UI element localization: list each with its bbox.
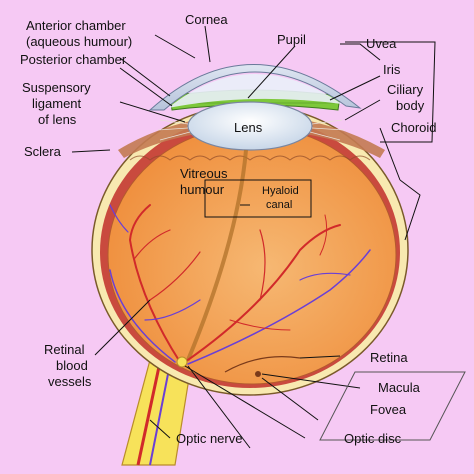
- label-vitreous-1: Vitreous: [180, 166, 228, 181]
- label-sclera: Sclera: [24, 144, 62, 159]
- hyaloid-canal-shape: [186, 149, 248, 361]
- label-retinal-vessels-1: Retinal: [44, 342, 85, 357]
- hyaloid-label-box: [204, 179, 312, 218]
- optic-disc-dot: [176, 356, 188, 368]
- label-suspensory-3: of lens: [38, 112, 77, 127]
- vitreous-body: [107, 125, 397, 385]
- label-retina: Retina: [370, 350, 408, 365]
- suspensory-ligament-lines: [157, 119, 345, 141]
- label-retinal-vessels-2: blood: [56, 358, 88, 373]
- label-hyaloid-1: Hyaloid: [262, 185, 299, 197]
- label-pupil: Pupil: [277, 32, 306, 47]
- label-suspensory-2: ligament: [32, 96, 82, 111]
- leader-lines: [71, 25, 401, 449]
- retina-detail-bracket: [319, 371, 466, 441]
- label-uvea: Uvea: [366, 36, 397, 51]
- uvea-bracket: [345, 41, 436, 143]
- macula-shape: [224, 356, 301, 373]
- label-cornea: Cornea: [185, 12, 228, 27]
- label-posterior-chamber: Posterior chamber: [20, 52, 127, 67]
- label-retinal-vessels-3: vessels: [48, 374, 92, 389]
- label-suspensory-1: Suspensory: [22, 80, 91, 95]
- label-anterior-chamber-1: Anterior chamber: [26, 18, 126, 33]
- label-iris: Iris: [383, 62, 401, 77]
- label-ciliary-body-2: body: [396, 98, 425, 113]
- label-fovea: Fovea: [370, 402, 407, 417]
- label-hyaloid-2: canal: [266, 199, 292, 211]
- label-choroid: Choroid: [391, 120, 437, 135]
- cornea-shape: [148, 64, 362, 111]
- label-ciliary-body-1: Ciliary: [387, 82, 424, 97]
- label-optic-disc: Optic disc: [344, 431, 402, 446]
- fovea-dot: [255, 371, 261, 377]
- label-macula: Macula: [378, 380, 421, 395]
- lens-shape: [187, 101, 313, 151]
- label-anterior-chamber-2: (aqueous humour): [26, 34, 132, 49]
- label-vitreous-2: humour: [180, 182, 225, 197]
- label-lens: Lens: [234, 120, 263, 135]
- label-optic-nerve: Optic nerve: [176, 431, 242, 446]
- retinal-vessels: [109, 204, 371, 365]
